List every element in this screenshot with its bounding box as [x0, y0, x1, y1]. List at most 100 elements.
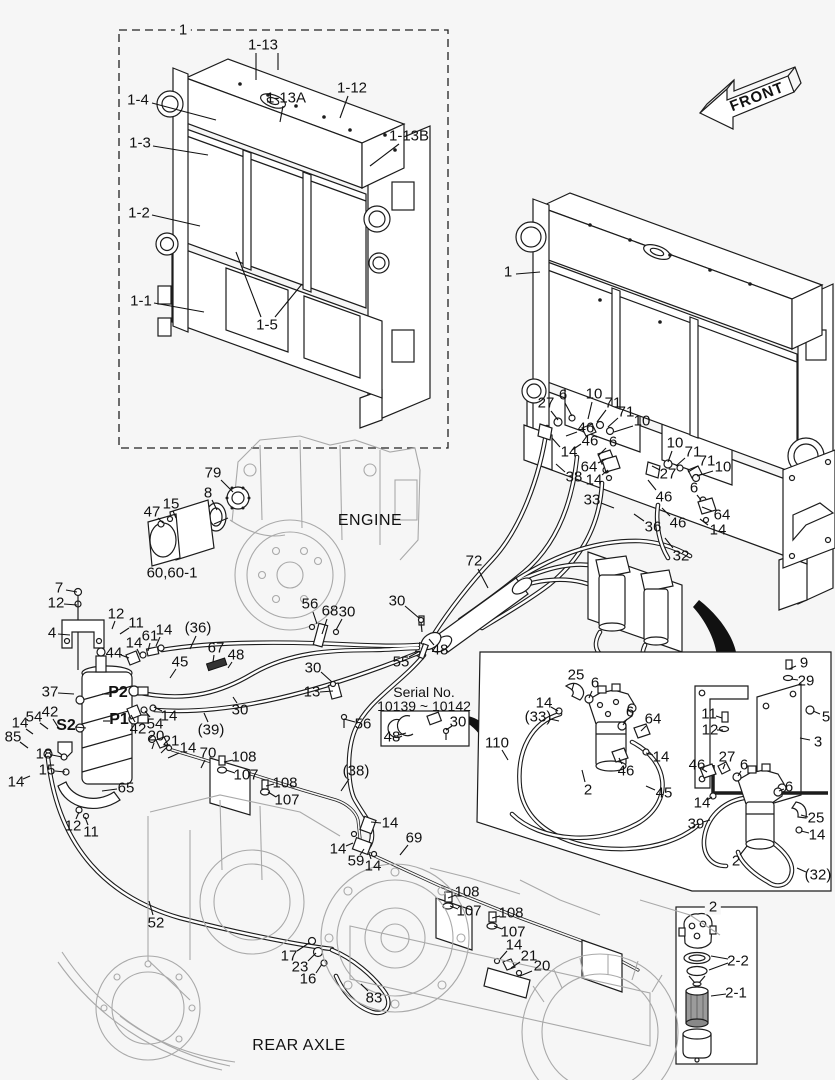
part-label: 8 — [203, 484, 213, 502]
part-label: 14 — [505, 936, 523, 954]
part-label: 25 — [567, 666, 585, 684]
part-label: 85 — [4, 728, 22, 746]
part-label: 14 — [381, 814, 399, 832]
part-label: 14 — [179, 739, 197, 757]
part-label: 38 — [565, 468, 583, 486]
part-label: 64 — [580, 458, 598, 476]
part-label: 2-2 — [727, 952, 749, 970]
part-label: (32) — [804, 866, 832, 884]
part-label: 4 — [47, 624, 57, 642]
part-label: 61 — [141, 627, 159, 645]
oil-cooler-drawing — [43, 587, 173, 820]
part-label: 29 — [797, 672, 815, 690]
part-label: 47 — [143, 503, 161, 521]
part-label: 27 — [659, 465, 677, 483]
part-label: 11 — [701, 705, 717, 723]
part-label: (39) — [197, 721, 225, 739]
part-label: 71 — [698, 452, 716, 470]
part-label: 37 — [41, 683, 59, 701]
part-label: 20 — [533, 957, 551, 975]
part-label: 14 — [652, 748, 670, 766]
part-label: 108 — [498, 904, 524, 922]
serial-inset-box — [380, 710, 470, 747]
part-label: 108 — [231, 748, 257, 766]
serial-number-range: 10139 ~ 10142 — [377, 698, 471, 714]
engine-label: ENGINE — [337, 512, 403, 529]
part-label: 1 — [174, 22, 192, 38]
rear-axle-label: REAR AXLE — [252, 1037, 346, 1054]
part-label: (38) — [342, 762, 370, 780]
part-label: 14 — [7, 773, 25, 791]
part-label: 27 — [718, 748, 736, 766]
part-label: 32 — [672, 547, 690, 565]
part-label: 48 — [227, 646, 245, 664]
part-label: 2-1 — [725, 984, 747, 1002]
part-label: 71 — [684, 443, 702, 461]
part-label: 14 — [693, 794, 711, 812]
part-label: 15 — [162, 495, 180, 513]
part-label: 48 — [383, 728, 401, 746]
part-label: 71 — [604, 394, 622, 412]
part-label: 10 — [633, 412, 651, 430]
part-label: 10 — [666, 434, 684, 452]
part-label: 11 — [128, 614, 144, 632]
part-label: 60,60-1 — [146, 564, 198, 582]
part-label: S2 — [56, 717, 76, 734]
part-label: (36) — [184, 619, 212, 637]
part-label: 25 — [807, 809, 825, 827]
part-label: 21 — [520, 947, 538, 965]
part-label: 68 — [321, 602, 339, 620]
part-label: 14 — [11, 714, 29, 732]
part-label: 17 — [280, 947, 298, 965]
part-label: 56 — [354, 715, 372, 733]
part-label: 107 — [500, 923, 526, 941]
part-label: 30 — [304, 659, 322, 677]
part-label: 30 — [388, 592, 406, 610]
radiator-left-drawing — [155, 58, 431, 429]
hose-lines-left — [133, 640, 421, 714]
part-label: 2 — [731, 852, 741, 870]
part-label: 45 — [171, 653, 189, 671]
part-label: 46 — [669, 514, 687, 532]
part-label: 52 — [147, 914, 165, 932]
part-label: 3 — [813, 733, 823, 751]
part-label: 46 — [655, 488, 673, 506]
part-label: 6 — [689, 479, 699, 497]
part-label: 11 — [83, 823, 99, 841]
part-label: 46 — [688, 756, 706, 774]
part-label: 44 — [105, 644, 123, 662]
part-label: 64 — [713, 506, 731, 524]
front-direction-arrow — [698, 66, 802, 130]
part-label: 39 — [687, 815, 705, 833]
part-label: 65 — [117, 779, 135, 797]
part-label: 6 — [784, 778, 794, 796]
part-label: 79 — [204, 464, 222, 482]
part-label: 1-3 — [129, 134, 151, 152]
part-label: 1-12 — [336, 79, 368, 97]
part-label: 14 — [329, 840, 347, 858]
part-label: 16 — [299, 970, 317, 988]
part-label: 42 — [41, 703, 59, 721]
part-label: 10 — [714, 458, 732, 476]
part-label: 108 — [454, 883, 480, 901]
part-label: 6 — [590, 674, 600, 692]
part-label: 54 — [25, 708, 43, 726]
part-label: 30 — [338, 603, 356, 621]
part-label: 1-13B — [388, 127, 430, 145]
part-label: 18 — [35, 745, 53, 763]
part-label: 14 — [560, 443, 578, 461]
part-label: 110 — [485, 734, 509, 752]
part-label: P1 — [109, 711, 129, 728]
part-label: 1-13A — [265, 89, 307, 107]
part-label: 6 — [558, 386, 568, 404]
part-label: 70 — [199, 744, 217, 762]
fitting-cluster-left — [537, 414, 621, 482]
part-label: 9 — [799, 654, 809, 672]
part-label: 14 — [808, 826, 826, 844]
part-label: 12 — [107, 605, 125, 623]
part-label: 14 — [160, 707, 178, 725]
part-label: 2 — [583, 781, 593, 799]
